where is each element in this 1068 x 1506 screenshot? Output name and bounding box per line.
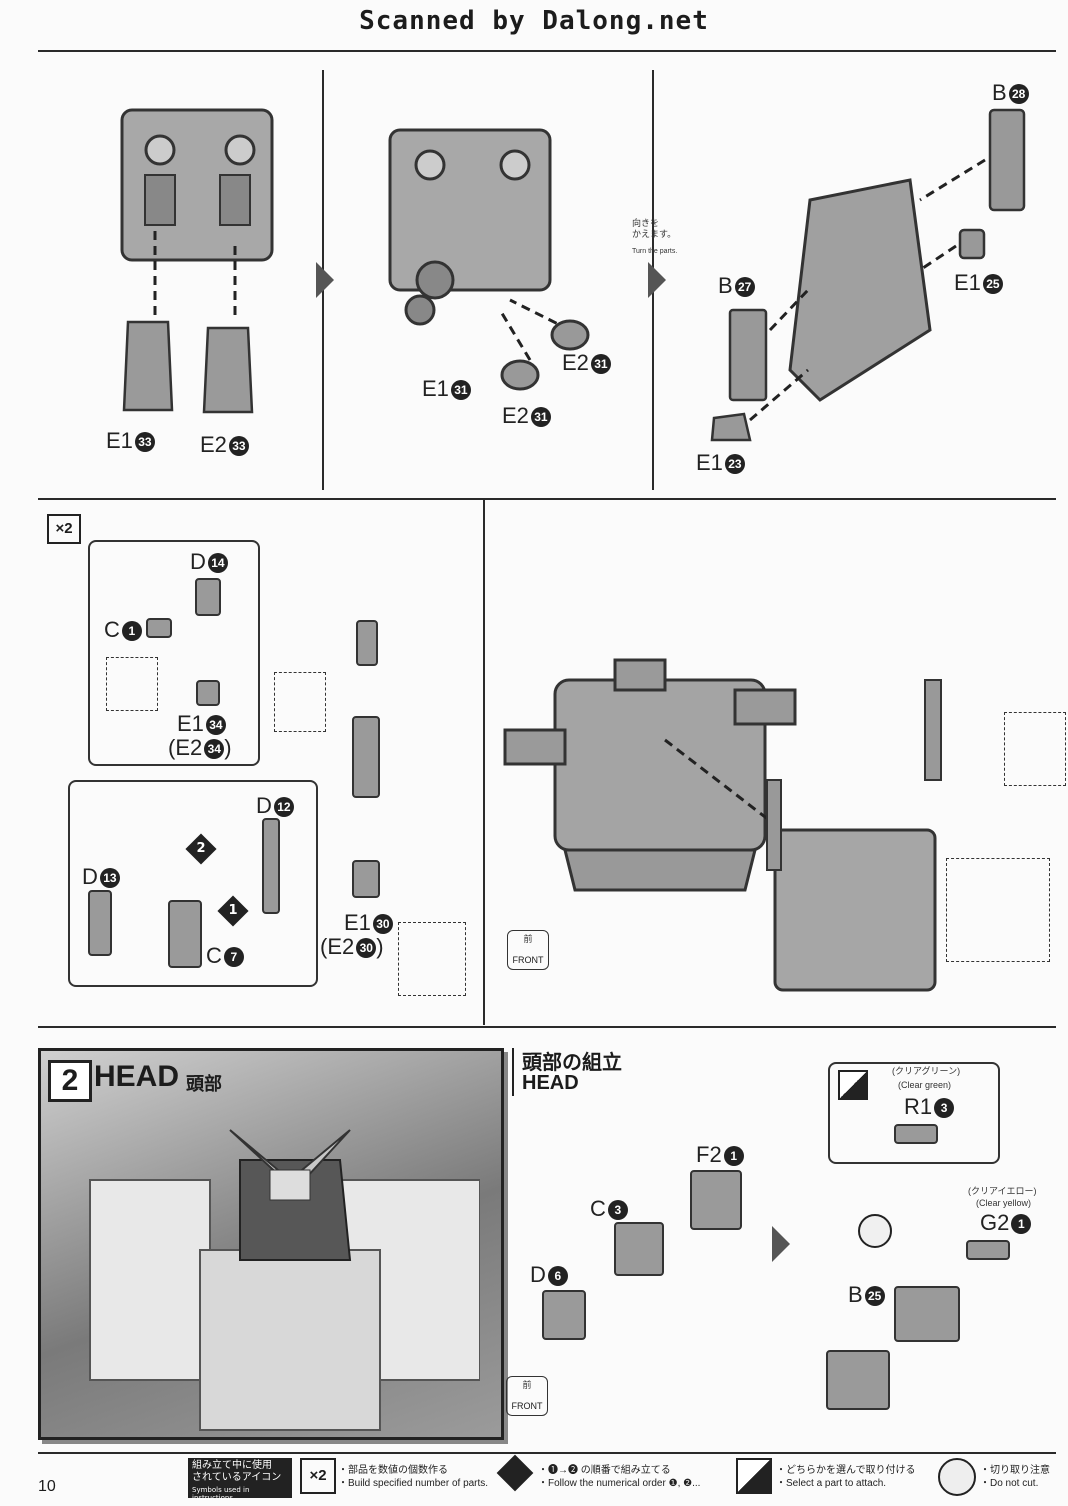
turn-note-en: Turn the parts.	[632, 248, 678, 255]
torso-diagram	[503, 658, 942, 992]
part-shape	[826, 1350, 890, 1410]
row-divider	[38, 498, 1056, 500]
turn-note: 向きを かえます。	[632, 218, 677, 239]
color-note: (クリアイエロー)	[968, 1186, 1037, 1196]
color-note-en: (Clear green)	[898, 1080, 952, 1090]
x2-icon: ×2	[47, 514, 81, 544]
part-shape	[894, 1286, 960, 1342]
legend-do-not-cut-icon	[938, 1458, 976, 1496]
legend-order-icon	[496, 1454, 534, 1492]
part-shape	[542, 1290, 586, 1340]
part-shape	[690, 1170, 742, 1230]
select-part-icon	[838, 1070, 868, 1100]
part-shape	[614, 1222, 664, 1276]
part-shape	[195, 578, 221, 616]
part-shape	[88, 890, 112, 956]
section-title-jp: 頭部	[186, 1074, 222, 1095]
legend-item-4: ・切り取り注意・Do not cut.	[980, 1465, 1050, 1489]
backpack-diagram	[388, 128, 590, 391]
part-shape	[168, 900, 202, 968]
part-shape	[966, 1240, 1010, 1260]
step-arrow-icon	[316, 262, 334, 298]
detail-box	[68, 780, 318, 987]
backpack-diagram	[120, 108, 274, 414]
legend-select-icon	[736, 1458, 772, 1494]
section-number: 2	[48, 1060, 92, 1102]
detail-dotted-box	[1004, 712, 1066, 786]
legend-x2-icon: ×2	[300, 1458, 336, 1494]
detail-box	[88, 540, 260, 766]
do-not-cut-icon	[858, 1214, 892, 1248]
part-shape	[262, 818, 280, 914]
detail-dotted-box	[398, 922, 466, 996]
part-shape	[894, 1124, 938, 1144]
watermark-header: Scanned by Dalong.net	[359, 6, 709, 36]
section-title: HEAD	[94, 1060, 180, 1093]
row-divider	[38, 1026, 1056, 1028]
color-note: (クリアグリーン)	[892, 1066, 961, 1076]
footer-divider	[38, 1452, 1056, 1454]
part-shape	[352, 860, 380, 898]
step-arrow-icon	[772, 1226, 790, 1262]
option-box	[828, 1062, 1000, 1164]
legend-item-2: ・❶→❷ の順番で組み立てる・Follow the numerical orde…	[538, 1465, 701, 1489]
legend-title: 組み立て中に使用 されているアイコン Symbols used in instr…	[188, 1458, 292, 1502]
detail-dotted-box	[106, 657, 158, 711]
part-shape	[196, 680, 220, 706]
order-2-label: 2	[196, 841, 206, 856]
part-shape	[146, 618, 172, 638]
order-1-label: 1	[228, 903, 238, 918]
detail-dotted-box	[274, 672, 326, 732]
gundam-head-illustration	[89, 1129, 480, 1431]
step-arrow-icon	[648, 262, 666, 298]
assembly-title-jp: 頭部の組立	[522, 1050, 622, 1074]
legend-item-3: ・どちらかを選んで取り付ける・Select a part to attach.	[776, 1465, 916, 1489]
backpack-side-diagram	[710, 108, 1026, 442]
front-icon: 前 FRONT	[507, 930, 549, 970]
legend-item-1: ・部品を数値の個数作る・Build specified number of pa…	[338, 1465, 489, 1489]
assembly-title-en: HEAD	[522, 1072, 579, 1094]
panel-divider	[483, 500, 485, 1025]
front-icon: 前 FRONT	[506, 1376, 548, 1416]
detail-dotted-box	[946, 858, 1050, 962]
part-shape	[356, 620, 378, 666]
color-note-en: (Clear yellow)	[976, 1198, 1032, 1208]
page-number: 10	[38, 1478, 56, 1495]
heading-bar	[512, 1048, 514, 1096]
top-divider	[38, 50, 1056, 52]
part-shape	[352, 716, 380, 798]
